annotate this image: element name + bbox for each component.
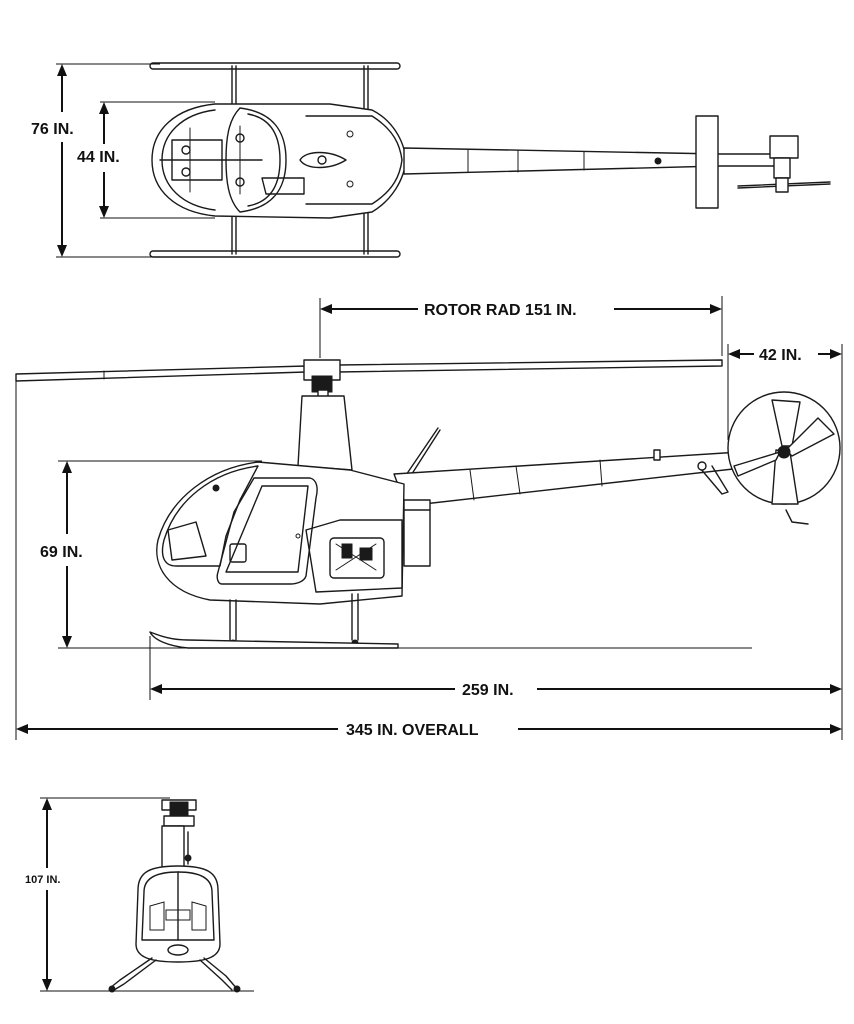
side-cabin: [156, 461, 405, 605]
main-rotor-blade-right: [337, 359, 723, 373]
top-stabilizer: [695, 115, 719, 209]
dim-42-label: 42 IN.: [759, 347, 802, 364]
side-skid: [149, 631, 399, 649]
side-view-dimensions: ROTOR RAD 151 IN. 42 IN. 69 IN. 259 IN. …: [15, 296, 843, 740]
front-mast: [161, 825, 185, 869]
dim-345-label: 345 IN. OVERALL: [346, 722, 479, 739]
dim-259-label: 259 IN.: [462, 682, 514, 699]
top-skid-lower: [149, 250, 401, 258]
dim-44-label: 44 IN.: [77, 149, 120, 166]
top-skid-upper: [149, 62, 401, 70]
front-view-dimensions: 107 IN.: [25, 797, 254, 992]
top-tail-boom: [403, 147, 777, 175]
main-rotor-blade-left: [15, 365, 307, 382]
top-view-dimensions: 76 IN. 44 IN.: [31, 63, 215, 258]
dim-107-label: 107 IN.: [25, 874, 60, 886]
dim-76-label: 76 IN.: [31, 121, 74, 138]
top-view: [149, 62, 831, 258]
top-cabin: [151, 103, 407, 219]
side-view: [15, 359, 841, 649]
mast-fairing: [297, 395, 353, 471]
front-view: [108, 799, 241, 993]
side-tail-boom: [393, 451, 743, 507]
dim-69-label: 69 IN.: [40, 544, 83, 561]
dim-rotor-radius-label: ROTOR RAD 151 IN.: [424, 302, 577, 319]
